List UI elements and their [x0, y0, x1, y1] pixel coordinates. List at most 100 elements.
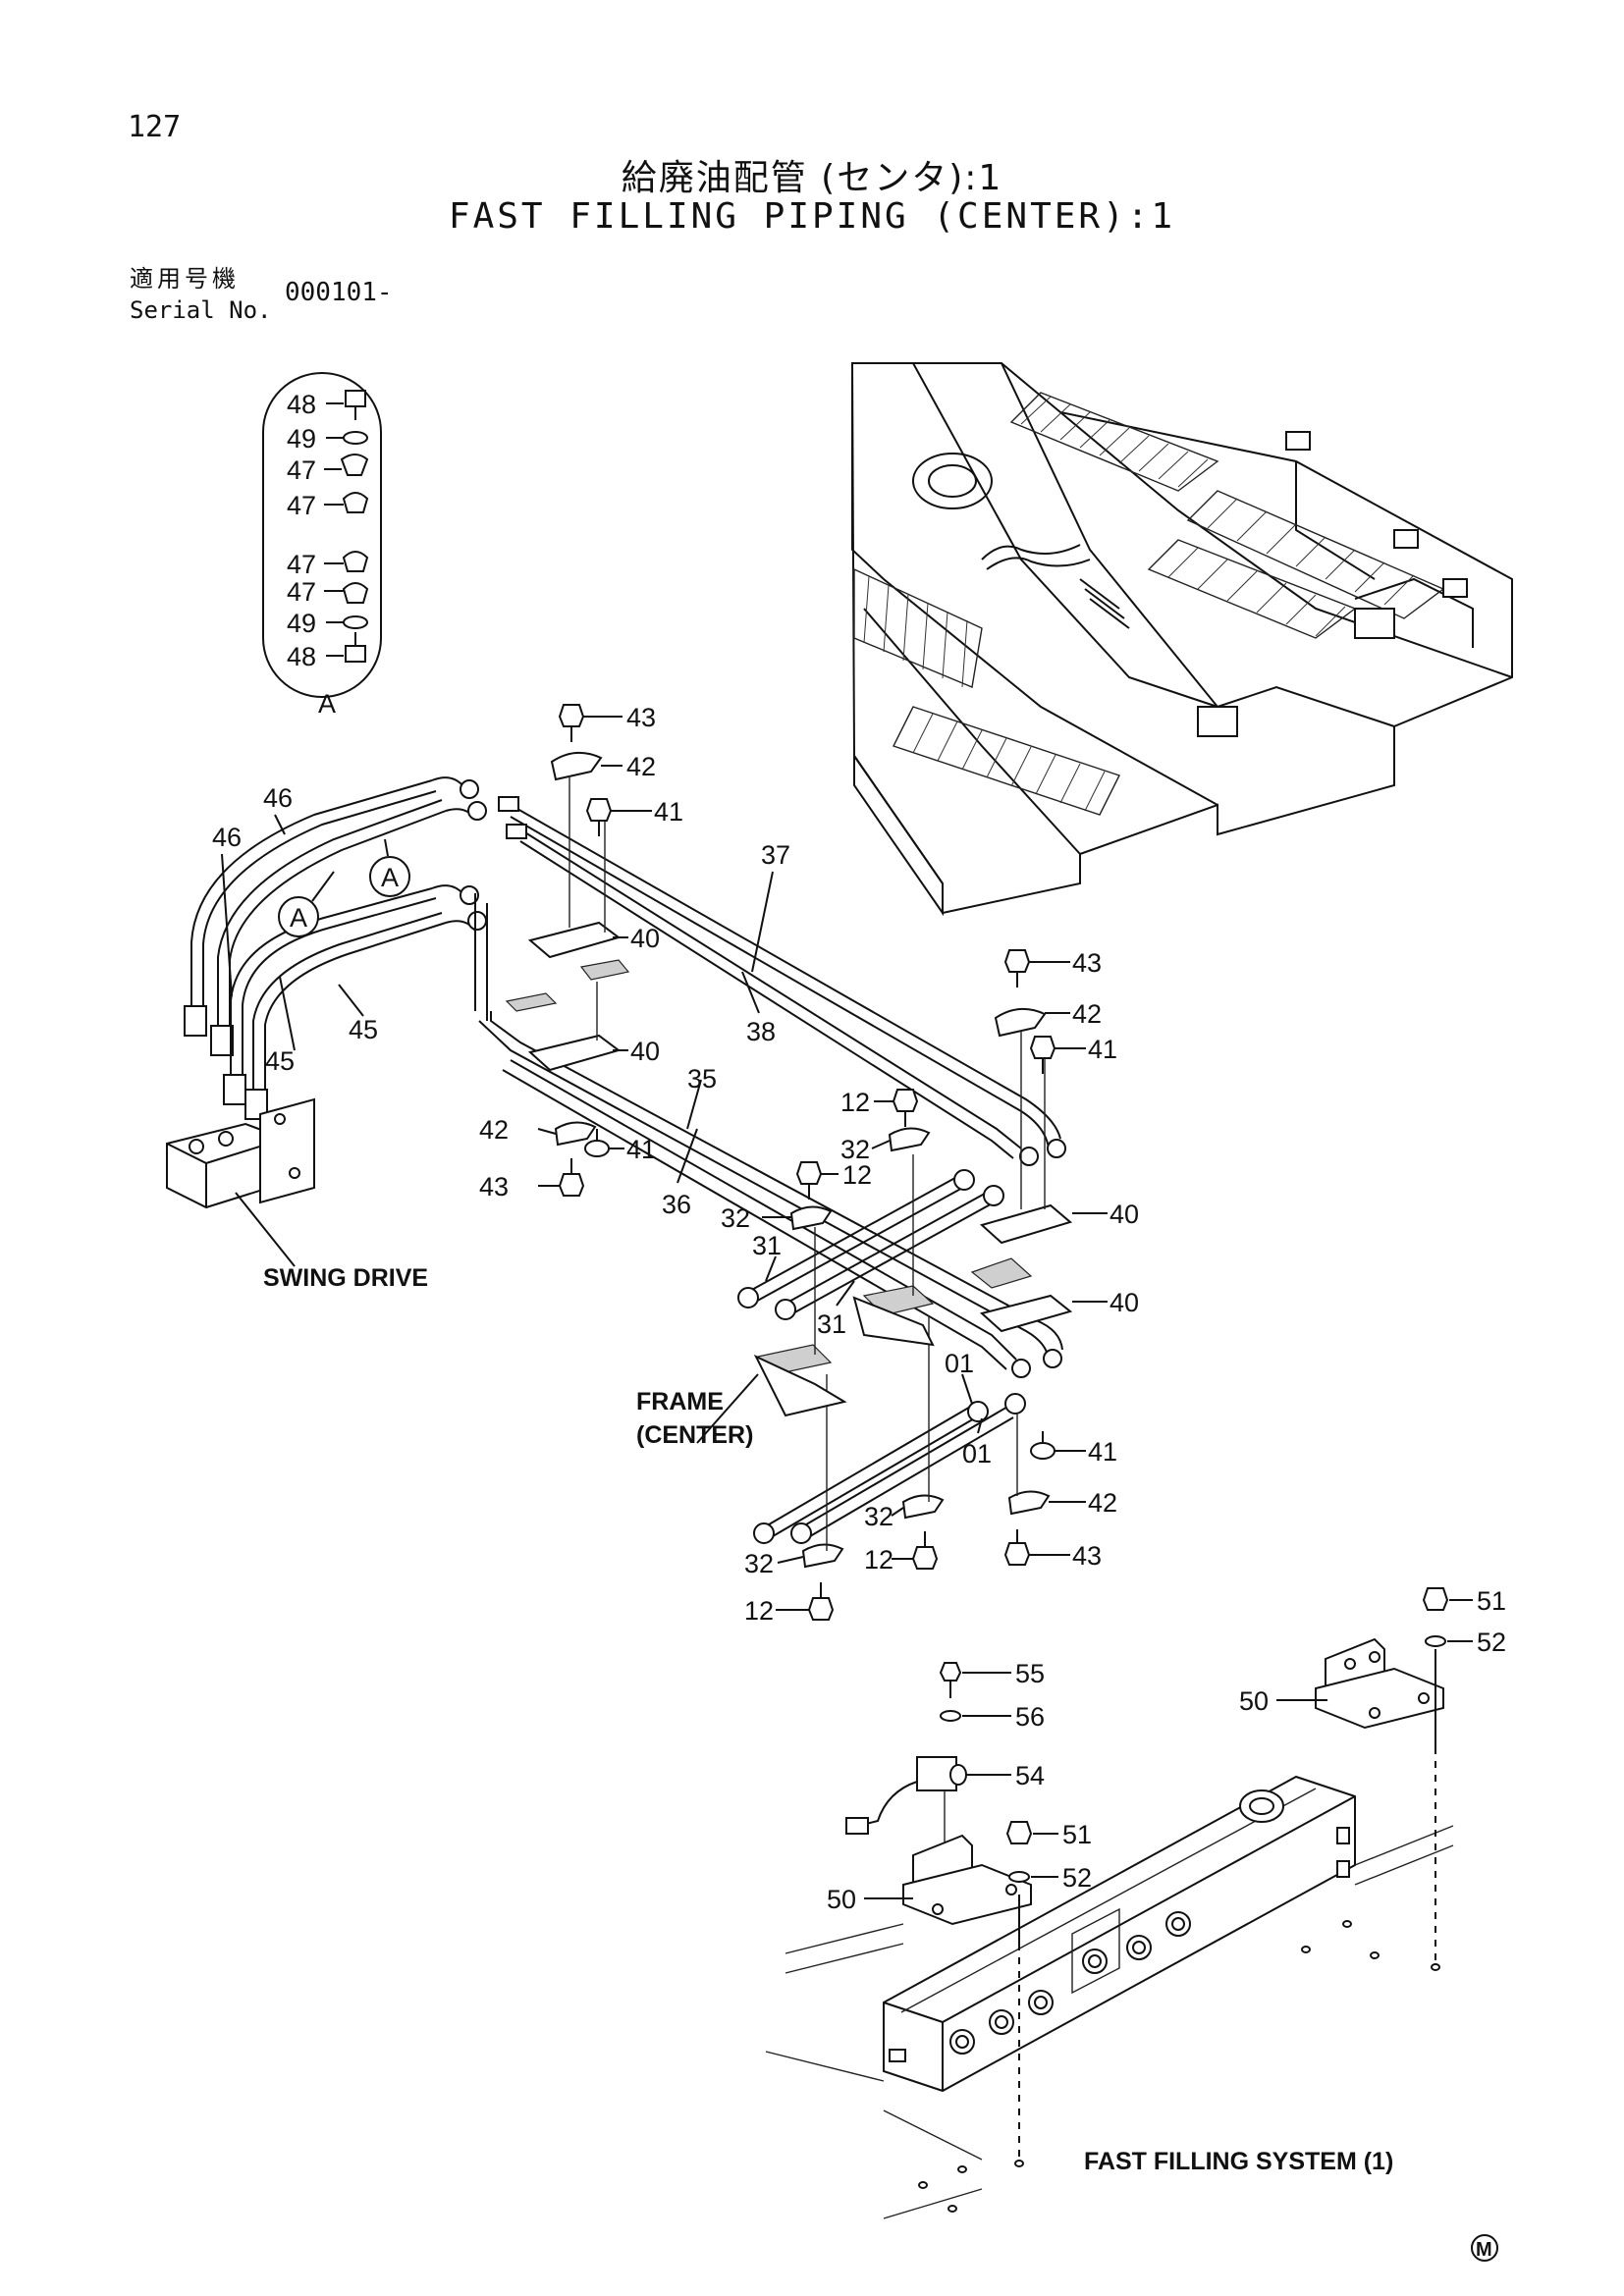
callout-55: 55	[1015, 1659, 1045, 1688]
frame-center-plates	[696, 1296, 935, 1444]
callout-42-left: 42	[479, 1115, 509, 1145]
callout-52-lower: 52	[1062, 1863, 1092, 1893]
callout-40-middle: 40	[630, 1037, 660, 1066]
bolt-43b	[1003, 949, 1031, 988]
detail-a-callout: A	[318, 689, 336, 719]
frame-grill-bottom	[893, 706, 1120, 816]
frame-isometric-view	[850, 362, 1513, 917]
bolt-12b	[795, 1161, 823, 1200]
callout-45-lower: 45	[265, 1046, 295, 1076]
bolt-12a	[892, 1089, 919, 1127]
callout-50-upper: 50	[1239, 1686, 1269, 1716]
detail-a-part-49-top: 49	[287, 424, 316, 454]
fast-filling-housing	[765, 1775, 1454, 2219]
callout-42-top: 42	[626, 752, 656, 781]
bolt-43d	[1003, 1529, 1031, 1566]
detail-a-part-47-2: 47	[287, 491, 316, 520]
callout-50-lower: 50	[827, 1885, 856, 1914]
pipes-01	[753, 1393, 1026, 1544]
callout-35: 35	[687, 1064, 717, 1094]
page-number: 127	[128, 110, 182, 144]
callout-43-bottom: 43	[1072, 1541, 1102, 1571]
callout-45-upper: 45	[349, 1015, 378, 1044]
frame-grill-top	[1009, 392, 1219, 492]
frame-grill-left	[853, 567, 983, 688]
callout-36: 36	[662, 1190, 691, 1219]
callout-41-top: 41	[654, 797, 683, 827]
callout-40-right-lower: 40	[1110, 1288, 1139, 1317]
callout-labels: 43 42 41 46 46 37 38 40 40 45 45 43 42 4…	[212, 703, 1139, 1626]
hoses-45	[223, 884, 487, 1120]
callout-32-upper-left: 32	[721, 1203, 750, 1233]
callout-46-upper: 46	[263, 783, 293, 813]
callout-56: 56	[1015, 1702, 1045, 1732]
callout-54: 54	[1015, 1761, 1045, 1790]
callout-43-right: 43	[1072, 948, 1102, 978]
circle-a-callout-1: A	[290, 903, 307, 933]
bolt-41a	[585, 798, 613, 836]
fast-filling-leader-lines	[864, 1599, 1473, 1899]
swing-drive-block	[166, 1097, 315, 1267]
detail-a-part-47-3: 47	[287, 550, 316, 579]
caption-frame-center: (CENTER)	[636, 1421, 753, 1449]
caption-fast-filling-system: FAST FILLING SYSTEM (1)	[1084, 2148, 1393, 2175]
callout-51-upper: 51	[1477, 1586, 1506, 1616]
callout-41-left: 41	[626, 1135, 656, 1164]
callout-43-top: 43	[626, 703, 656, 732]
callout-12-lower-right: 12	[864, 1545, 893, 1575]
callout-32-lower-left: 32	[744, 1549, 774, 1578]
detail-a-part-49-bottom: 49	[287, 609, 316, 638]
leader-lines	[221, 716, 1108, 1611]
bracket-50-lower	[902, 1821, 1033, 2167]
bolt-12c	[911, 1531, 939, 1570]
bolt-43a	[558, 704, 585, 742]
callout-42-right: 42	[1072, 999, 1102, 1029]
bolt-41d	[1030, 1431, 1056, 1460]
detail-a-part-48-top: 48	[287, 390, 316, 419]
callout-12-upper-right: 12	[840, 1088, 870, 1117]
frame-grill-right	[1186, 490, 1445, 619]
fast-filling-callouts: 51 52 50 55 56 54 51 52 50	[827, 1586, 1506, 1914]
caption-swing-drive: SWING DRIVE	[263, 1264, 428, 1292]
serial-label-japanese: 適用号機	[130, 265, 240, 293]
callout-51-lower: 51	[1062, 1820, 1092, 1849]
corner-mark-letter: M	[1476, 2239, 1492, 2261]
hoses-46	[184, 776, 487, 1056]
page-title-english: FAST FILLING PIPING (CENTER):1	[448, 196, 1176, 237]
callout-31-right: 31	[817, 1309, 846, 1339]
callout-12-lower-left: 12	[744, 1596, 774, 1626]
callout-32-lower-right: 32	[864, 1502, 893, 1531]
callout-37: 37	[761, 840, 790, 870]
callout-01-upper: 01	[945, 1349, 974, 1378]
circle-a-callout-2: A	[381, 863, 399, 892]
serial-label-english: Serial No.	[130, 296, 272, 324]
detail-a-part-47-4: 47	[287, 577, 316, 607]
callout-40-right-upper: 40	[1110, 1200, 1139, 1229]
callout-46-lower: 46	[212, 823, 242, 852]
callout-32-upper-right: 32	[840, 1135, 870, 1164]
detail-a-part-47-1: 47	[287, 455, 316, 485]
clamp-brackets	[505, 751, 1073, 1569]
callout-31-left: 31	[752, 1231, 782, 1260]
corner-mark: M	[1471, 2234, 1498, 2262]
pipes-35-36	[474, 893, 1063, 1378]
frame-piping-bundle	[981, 544, 1130, 629]
serial-number-value: 000101-	[285, 278, 393, 307]
callout-52-upper: 52	[1477, 1628, 1506, 1657]
callout-41-right: 41	[1088, 1035, 1117, 1064]
bolts	[558, 704, 1056, 1621]
caption-frame: FRAME	[636, 1388, 724, 1415]
callout-38: 38	[746, 1017, 776, 1046]
pipes-31	[737, 1169, 1004, 1320]
callout-12-upper-left: 12	[842, 1160, 872, 1190]
bolt-12d	[807, 1582, 835, 1621]
bolt-41c	[584, 1129, 610, 1157]
bolt-41b	[1029, 1036, 1056, 1074]
frame-grill-middle	[1147, 539, 1357, 639]
detail-a-part-48-bottom: 48	[287, 642, 316, 671]
page-title-japanese: 給廃油配管 (センタ):1	[621, 158, 1003, 198]
detail-a-inset: 48 49 47 47 47 47 49 48 A	[262, 372, 382, 719]
solenoid-54	[845, 1662, 967, 1845]
callout-41-bottom: 41	[1088, 1437, 1117, 1467]
